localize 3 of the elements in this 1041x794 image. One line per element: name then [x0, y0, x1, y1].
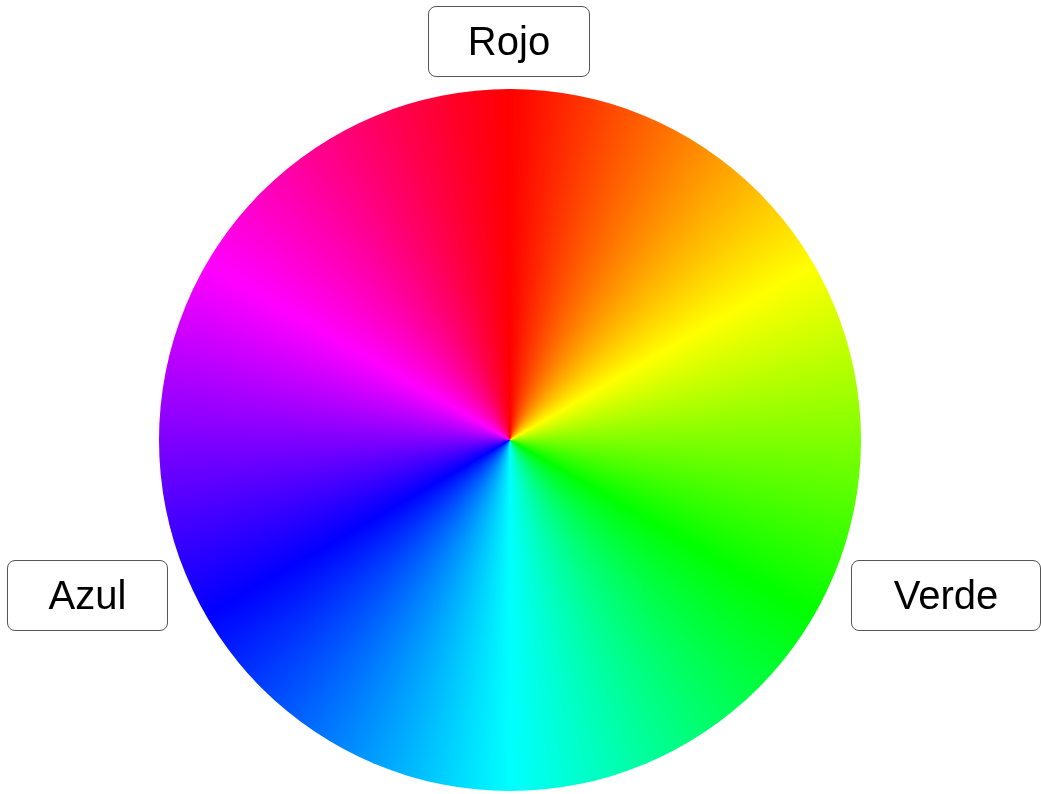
color-label: Verde	[851, 560, 1041, 631]
color-label: Azul	[7, 560, 168, 631]
color-label: Rojo	[428, 6, 590, 77]
